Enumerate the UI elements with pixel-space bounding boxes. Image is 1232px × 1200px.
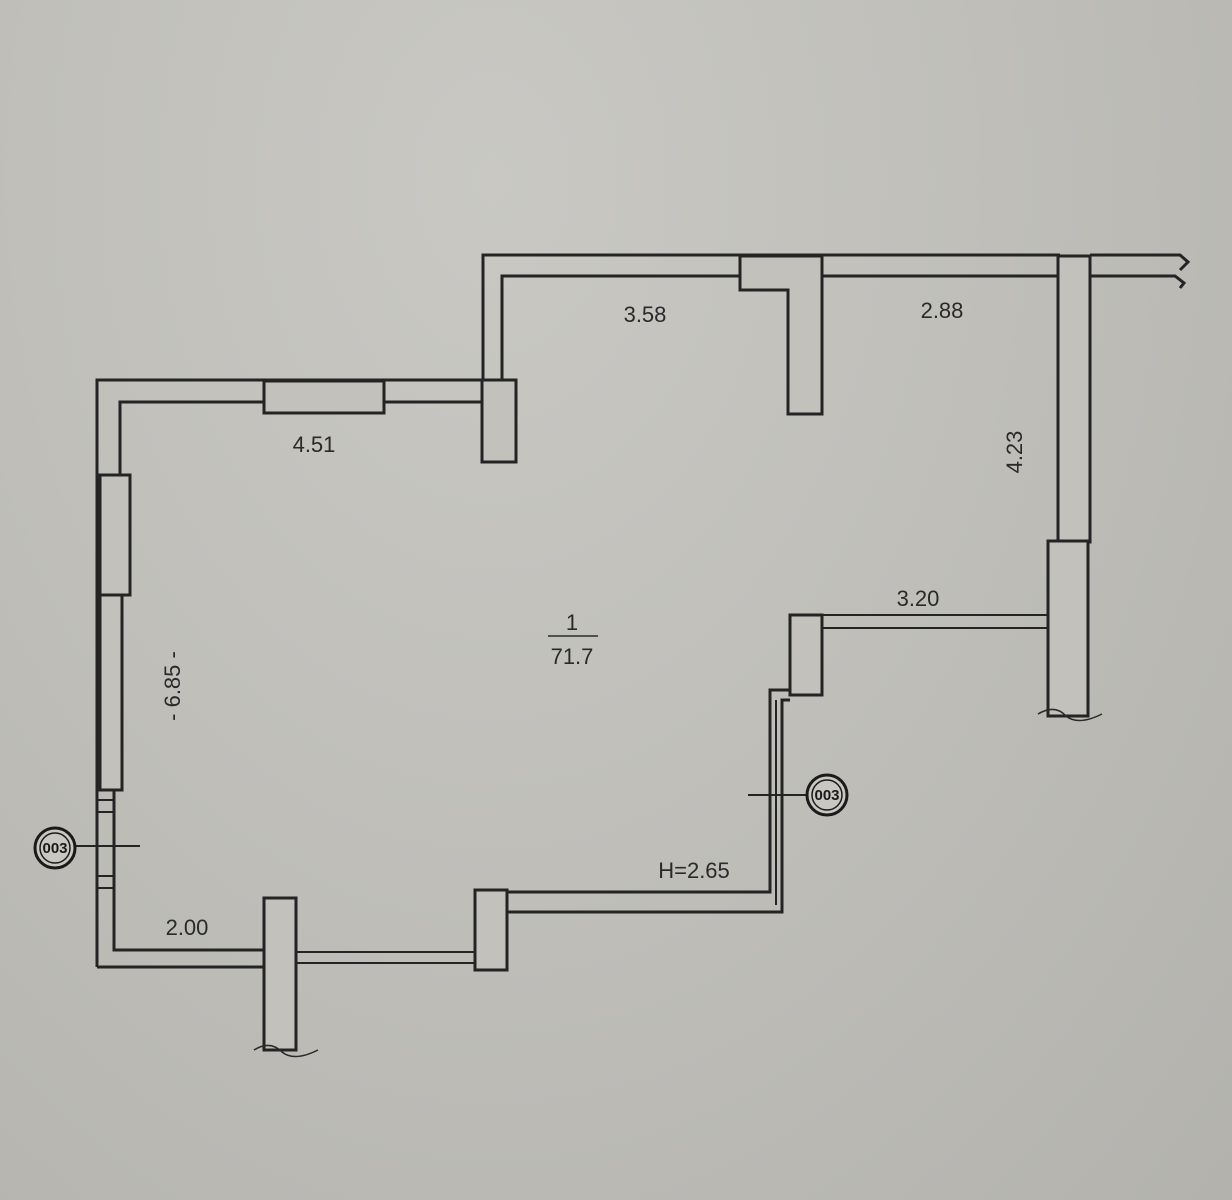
pillar-bottom-left	[262, 896, 298, 1052]
wall-bottom-right	[507, 688, 790, 914]
dimension-right-inner: 3.20	[897, 586, 940, 611]
pillar-top-center	[480, 378, 518, 464]
break-line-bottom	[253, 1044, 319, 1058]
dimension-left-height: - 6.85 -	[160, 651, 185, 721]
break-line-right	[1037, 708, 1103, 722]
window-top-left	[262, 379, 386, 415]
section-marker-right: 003	[748, 773, 849, 817]
dimension-top-left: 4.51	[293, 432, 336, 457]
ceiling-height-label: H=2.65	[658, 858, 730, 883]
section-marker-left-label: 003	[42, 840, 67, 857]
wall-bottom-middle	[296, 951, 475, 964]
pillar-bottom-center	[473, 888, 509, 972]
dimension-bottom-left: 2.00	[166, 915, 209, 940]
wall-right-inner	[822, 614, 1048, 629]
room-area: 71.7	[551, 644, 594, 669]
window-left-lower	[98, 593, 124, 792]
dimension-top-middle: 3.58	[624, 302, 667, 327]
room-label: 1 71.7	[548, 610, 598, 669]
pillar-right-lower	[1046, 539, 1090, 718]
window-left-upper	[98, 473, 132, 597]
wall-top-upper	[481, 253, 1191, 380]
pillar-right-upper	[1056, 254, 1092, 544]
room-number: 1	[566, 610, 578, 635]
section-marker-left: 003	[33, 826, 140, 870]
dimension-top-right: 2.88	[921, 298, 964, 323]
pillar-right-inner	[788, 613, 824, 697]
pillar-top-middle	[738, 254, 824, 416]
dimension-right-height: 4.23	[1002, 431, 1027, 474]
section-marker-right-label: 003	[814, 787, 839, 804]
